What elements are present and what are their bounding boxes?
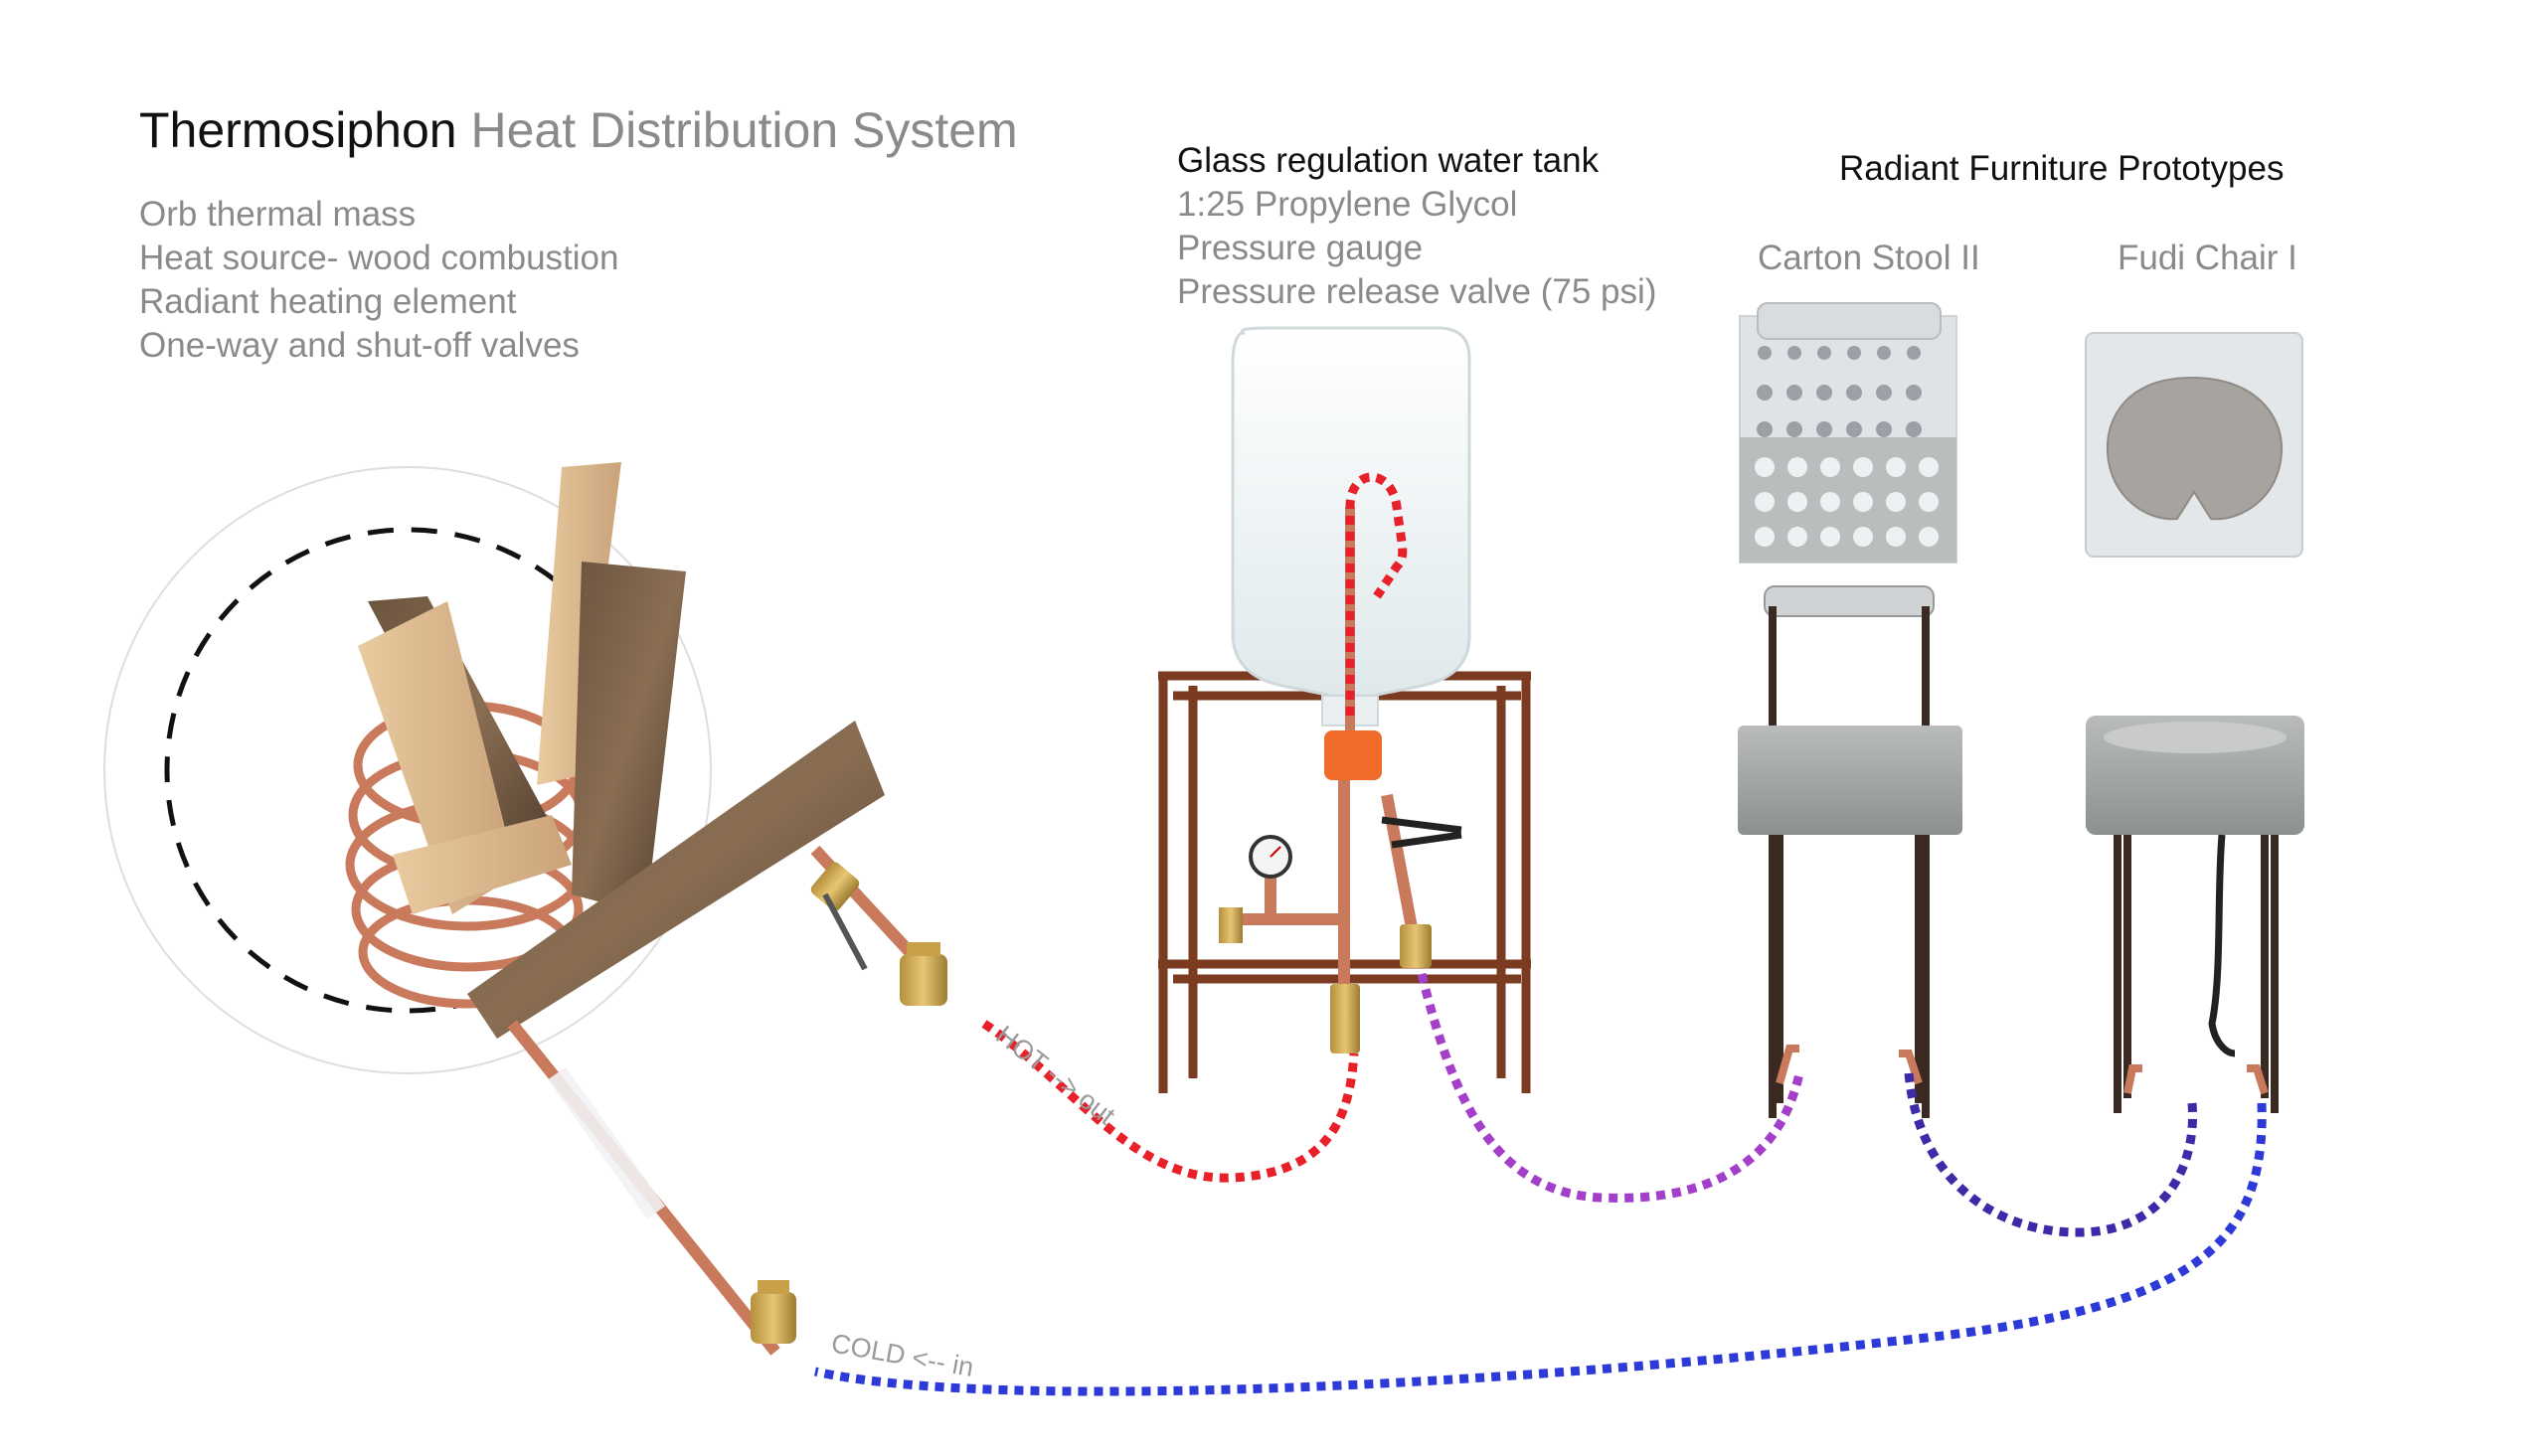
stool-label: Carton Stool II xyxy=(1758,239,1980,277)
one-way-valve-hot xyxy=(900,942,947,1006)
title-light: Heat Distribution System xyxy=(470,102,1018,158)
tank-to-stool-flow xyxy=(1417,972,1804,1203)
fudi-chair xyxy=(2085,332,2304,1113)
log-bark xyxy=(572,562,686,914)
perforation-dots xyxy=(1757,346,1922,437)
feature-item: Heat source- wood combustion xyxy=(139,239,619,277)
hot-flow-line xyxy=(981,1020,1359,1183)
log-bark xyxy=(467,721,885,1039)
tank-spec: Pressure release valve (75 psi) xyxy=(1177,272,1657,311)
valve-handle xyxy=(1391,831,1462,849)
chair-label: Fudi Chair I xyxy=(2118,239,2297,277)
orb-outline xyxy=(103,466,712,1074)
cold-flow-label: COLD <-- in xyxy=(829,1328,976,1382)
page-title: Thermosiphon Heat Distribution System xyxy=(139,99,1018,161)
seat-dish xyxy=(2104,722,2287,753)
flow-lines xyxy=(814,472,2267,1396)
chair-cable xyxy=(2208,834,2236,1057)
pressure-release-valve xyxy=(1330,984,1360,1053)
stool-pipe-ends xyxy=(1776,1045,1923,1085)
pressure-gauge xyxy=(1249,835,1292,879)
shut-off-valve-hot xyxy=(810,862,868,971)
plate-handle xyxy=(1757,302,1942,340)
carton-stool xyxy=(1738,302,1962,1118)
tank-spec: 1:25 Propylene Glycol xyxy=(1177,185,1518,224)
water-tank-assembly xyxy=(1158,326,1531,1093)
feature-item: Radiant heating element xyxy=(139,282,517,321)
furniture-title: Radiant Furniture Prototypes xyxy=(1839,149,2285,188)
orb-heat-source xyxy=(103,462,947,1356)
tank-title: Glass regulation water tank xyxy=(1177,141,1600,180)
stool-seat xyxy=(1738,726,1962,835)
chair-pipe-ends xyxy=(2123,1064,2269,1095)
hot-flow-label: HOT --> out xyxy=(990,1020,1120,1131)
cold-return-flow xyxy=(814,1102,2267,1396)
stool-to-chair-flow xyxy=(1904,1072,2198,1237)
chair-frame xyxy=(2114,835,2279,1113)
tank-spec-list: 1:25 Propylene Glycol Pressure gauge Pre… xyxy=(1177,183,1656,314)
tank-valve xyxy=(1400,924,1432,968)
pipe-insulation xyxy=(548,1066,665,1219)
feature-item: Orb thermal mass xyxy=(139,195,417,234)
stool-frame xyxy=(1769,606,1930,1118)
tank-valve xyxy=(1219,907,1243,943)
one-way-valve-cold xyxy=(751,1280,796,1344)
tank-internal-flow xyxy=(1345,472,1408,716)
feature-list: Orb thermal mass Heat source- wood combu… xyxy=(139,193,618,368)
title-strong: Thermosiphon xyxy=(139,102,457,158)
log-split xyxy=(537,462,621,785)
jug-cap xyxy=(1324,730,1382,780)
tank-spec: Pressure gauge xyxy=(1177,229,1424,267)
valve-handle xyxy=(1381,816,1462,834)
feature-item: One-way and shut-off valves xyxy=(139,326,580,365)
perforation-holes xyxy=(1755,457,1939,547)
stool-backrest xyxy=(1764,585,1935,617)
seat-concrete-inlay xyxy=(2106,376,2284,521)
log-split xyxy=(393,815,572,914)
